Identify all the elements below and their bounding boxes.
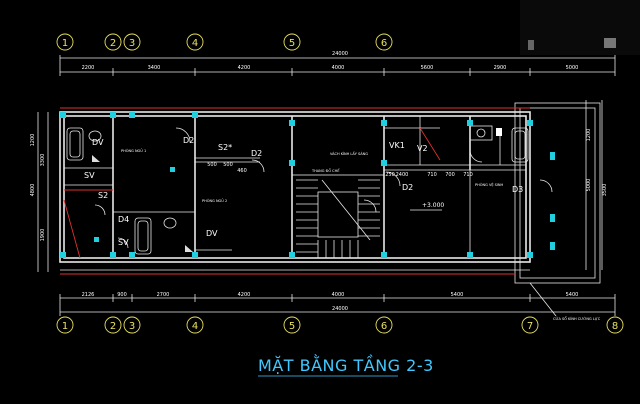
svg-text:500: 500 [207, 162, 217, 168]
label-bedroom-2: PHÒNG NGỦ 2 [202, 198, 227, 203]
label-level: +3.000 [422, 202, 444, 209]
svg-text:2400: 2400 [396, 172, 409, 178]
label-s2-1: S2 [98, 191, 108, 200]
drawing-title: MẶT BẰNG TẦNG 2-3 [258, 354, 434, 375]
grid-label-top-2: 2 [110, 38, 116, 49]
staircase [291, 174, 385, 259]
dim-bottom-4: 4200 [238, 292, 251, 298]
dim-bottom-6: 5400 [451, 292, 464, 298]
dim-left-2: 4800 [30, 184, 36, 197]
label-sv-2: SV [118, 238, 129, 247]
grid-label-bottom-6: 6 [381, 321, 387, 332]
door-swings [94, 127, 553, 249]
dim-top-6: 2900 [494, 65, 507, 71]
grid-axes-top: 1 2 3 4 5 6 [56, 33, 393, 51]
interior-dimensions: 500 500 460 2400 700 710 250 710 [207, 162, 473, 178]
dim-left-3: 3300 [40, 154, 46, 167]
structural-columns [60, 112, 555, 258]
dim-right-3: 3500 [602, 184, 608, 197]
label-bedroom-1: PHÒNG NGỦ 1 [121, 148, 146, 153]
grid-label-bottom-8: 8 [612, 321, 618, 332]
grid-label-bottom-1: 1 [62, 321, 68, 332]
label-v2: V2 [417, 144, 428, 153]
dim-top-total: 24000 [332, 51, 348, 57]
dim-bottom-5: 4000 [332, 292, 345, 298]
grid-label-top-5: 5 [289, 38, 295, 49]
label-stair: THANG ĐỒ CHẾ [311, 167, 340, 173]
grid-label-bottom-3: 3 [129, 321, 135, 332]
svg-text:460: 460 [237, 168, 247, 174]
note-window: CỬA SỔ KÍNH CƯỜNG LỰC [553, 316, 601, 321]
dim-top-2: 3400 [148, 65, 161, 71]
dim-bottom-total: 24000 [332, 306, 348, 312]
grid-axes-bottom: 1 2 3 4 5 6 7 8 CỬA SỔ KÍNH CƯỜNG LỰC [56, 282, 624, 334]
svg-text:710: 710 [463, 172, 473, 178]
dim-top-4: 4000 [332, 65, 345, 71]
dimension-left: 1200 4800 3300 1900 [30, 112, 49, 272]
label-d3: D3 [512, 185, 523, 194]
red-annotation-lines [60, 107, 530, 259]
label-d2-3: D2 [402, 183, 413, 192]
svg-text:250: 250 [385, 172, 395, 178]
dimension-right: 1200 5000 3500 [585, 100, 608, 270]
dim-bottom-3: 2700 [157, 292, 170, 298]
dim-right-2: 5000 [586, 179, 592, 192]
label-d2-1: D2 [183, 136, 194, 145]
interior-walls [64, 116, 526, 258]
svg-text:710: 710 [427, 172, 437, 178]
grid-label-top-3: 3 [129, 38, 135, 49]
label-dv-1: DV [92, 138, 104, 147]
dim-top-1: 2200 [82, 65, 95, 71]
grid-label-bottom-5: 5 [289, 321, 295, 332]
label-s2-2: S2* [218, 143, 232, 152]
label-d2-2: D2 [251, 149, 262, 158]
bathroom-fixtures [66, 125, 529, 255]
dim-left-4: 1900 [40, 229, 46, 242]
grid-label-top-1: 1 [62, 38, 68, 49]
grid-label-top-4: 4 [192, 38, 198, 49]
room-labels: DV SV S2 DV SV D4 D2 S2* D2 VK1 V2 D2 D3… [84, 136, 523, 247]
label-vk1: VK1 [389, 141, 405, 150]
label-dv-2: DV [206, 229, 218, 238]
grid-label-bottom-7: 7 [527, 321, 533, 332]
dim-top-5: 5600 [421, 65, 434, 71]
dim-top-3: 4200 [238, 65, 251, 71]
dimension-bottom: 2126 900 2700 4200 4000 5400 5400 24000 [59, 292, 616, 316]
grid-label-bottom-2: 2 [110, 321, 116, 332]
dim-bottom-1: 2126 [82, 292, 95, 298]
dim-right-1: 1200 [586, 129, 592, 142]
dim-bottom-7: 5400 [566, 292, 579, 298]
grid-label-bottom-4: 4 [192, 321, 198, 332]
dim-bottom-2: 900 [117, 292, 127, 298]
dimension-top: 24000 2200 3400 4200 4000 5600 2900 5000 [59, 51, 616, 76]
dim-left-1: 1200 [30, 134, 36, 147]
dim-top-7: 5000 [566, 65, 579, 71]
top-right-artifact [520, 0, 640, 55]
grid-label-top-6: 6 [381, 38, 387, 49]
label-sv-1: SV [84, 171, 95, 180]
svg-text:500: 500 [223, 162, 233, 168]
label-void: VÁCH KÍNH LẤY SÁNG [330, 151, 368, 156]
label-d4: D4 [118, 215, 129, 224]
svg-text:700: 700 [445, 172, 455, 178]
label-wc: PHÒNG VỆ SINH [475, 182, 504, 187]
